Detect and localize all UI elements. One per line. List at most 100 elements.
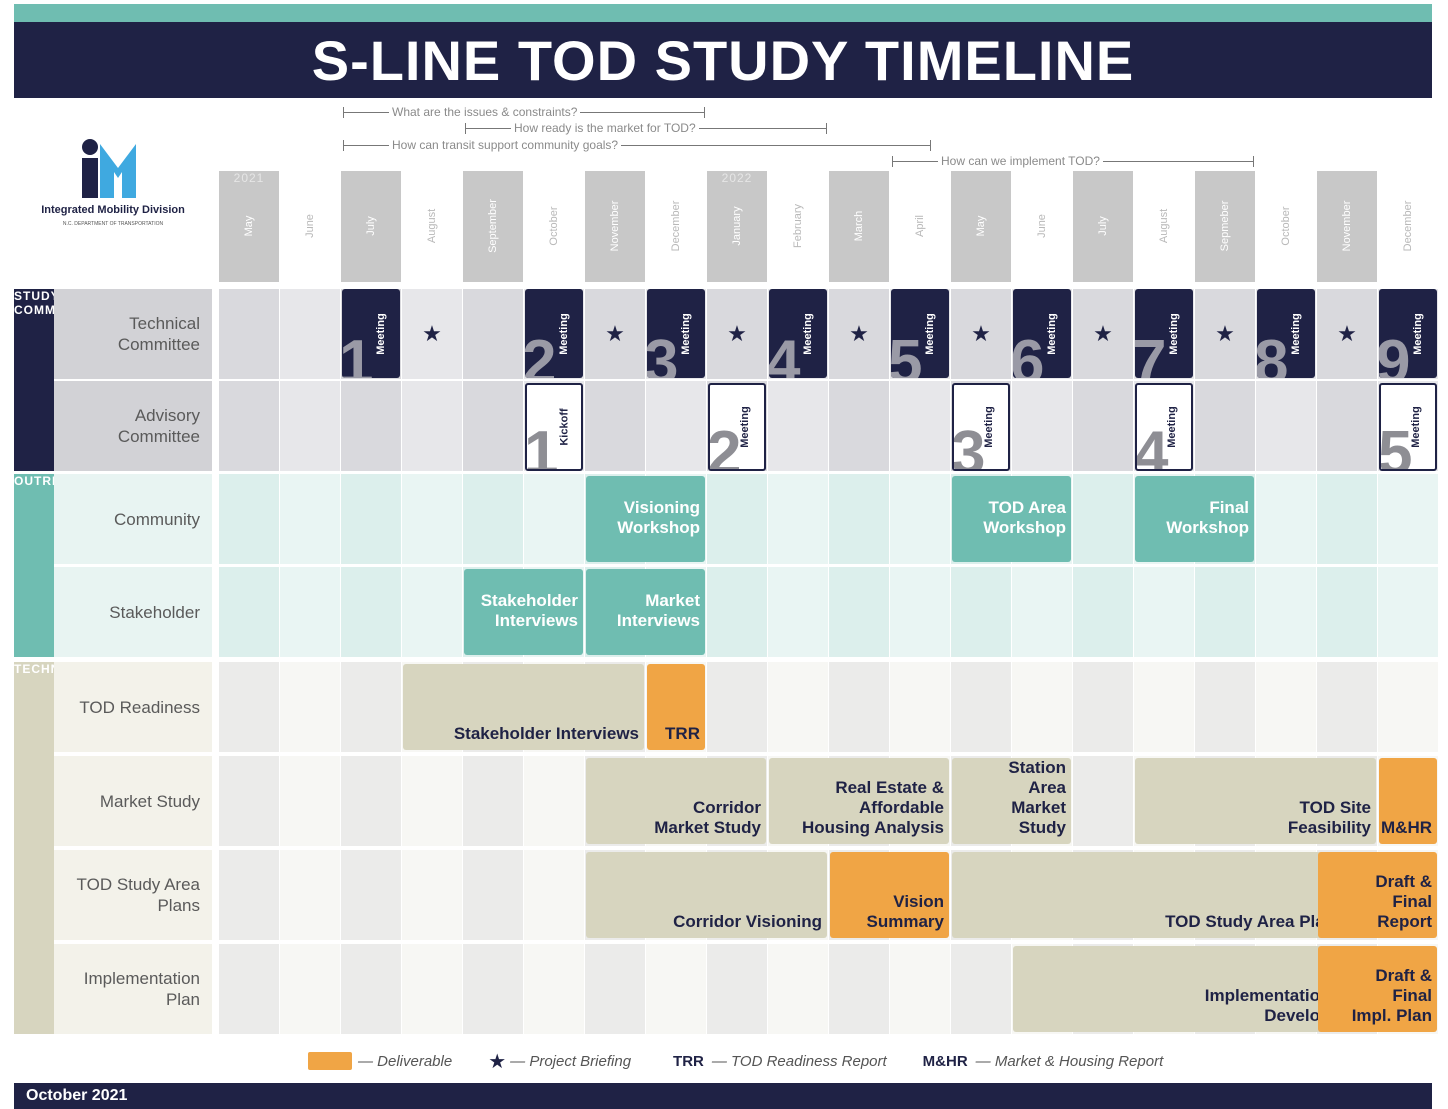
task-bar: TOD Site Feasibility <box>1135 758 1376 844</box>
grid-cell <box>890 662 950 752</box>
grid-cell <box>280 474 340 564</box>
meeting-label: Meeting <box>375 312 388 355</box>
grid-cell <box>463 289 523 379</box>
page-title: S-LINE TOD STUDY TIMELINE <box>14 22 1432 98</box>
month-label: October <box>1280 206 1292 246</box>
grid-cell <box>1134 567 1194 657</box>
bar-text: Draft & Final Impl. Plan <box>1351 966 1432 1025</box>
bar-text: TRR <box>665 724 700 743</box>
grid-cell <box>341 944 401 1034</box>
meeting-label: Meeting <box>1046 312 1059 355</box>
deliverable-bar: Draft & Final Impl. Plan <box>1318 946 1437 1032</box>
meeting-label: Meeting <box>802 312 815 355</box>
question-range-line: What are the issues & constraints? <box>343 105 705 119</box>
top-accent-bar <box>14 4 1432 22</box>
grid-cell <box>890 567 950 657</box>
row-label: Market Study <box>54 756 212 846</box>
star-icon: ★ <box>1337 321 1357 346</box>
meeting-label: Meeting <box>558 312 571 355</box>
outreach-event: TOD Area Workshop <box>952 476 1071 562</box>
grid-cell <box>524 944 584 1034</box>
month-label: April <box>914 214 926 238</box>
bar-text: Market Interviews <box>616 591 700 630</box>
grid-cell <box>280 944 340 1034</box>
grid-cell <box>402 474 462 564</box>
month-header-cell: Sepmeber <box>1195 171 1255 282</box>
bar-text: M&HR <box>1381 818 1432 837</box>
grid-cell <box>646 381 706 471</box>
row-label: Advisory Committee <box>54 381 212 471</box>
meeting-label: Kickoff <box>558 408 571 446</box>
section-label: OUTREACH <box>14 474 89 657</box>
month-header-cell: October <box>1256 171 1316 282</box>
month-label: May <box>975 215 987 237</box>
row-label: Stakeholder <box>54 567 212 657</box>
grid-cell <box>1012 567 1072 657</box>
grid-cell <box>707 662 767 752</box>
legend-mhr-abbr: M&HR <box>922 1052 968 1070</box>
grid-cell <box>707 944 767 1034</box>
month-header-cell: September <box>463 171 523 282</box>
deliverable-bar: TRR <box>647 664 705 750</box>
question-text: How can transit support community goals? <box>389 138 622 152</box>
grid-cell <box>1012 662 1072 752</box>
year-label: 2021 <box>233 171 265 185</box>
legend: — Deliverable ★ — Project Briefing TRR —… <box>308 1049 1308 1073</box>
month-label: December <box>1402 200 1414 252</box>
grid-cell <box>219 474 279 564</box>
grid-cell <box>219 850 279 940</box>
meeting-number: 2 <box>525 328 557 379</box>
star-icon: ★ <box>849 321 869 346</box>
meeting-label: Meeting <box>680 312 693 355</box>
grid-cell <box>219 944 279 1034</box>
meeting-label: Meeting <box>1166 406 1179 448</box>
star-icon: ★ <box>422 321 442 346</box>
grid-cell <box>1073 756 1133 846</box>
task-bar: Stakeholder Interviews <box>403 664 644 750</box>
bar-text: Visioning Workshop <box>617 498 700 537</box>
outreach-event: Final Workshop <box>1135 476 1254 562</box>
grid-cell <box>402 944 462 1034</box>
grid-cell <box>463 850 523 940</box>
grid-cell <box>341 381 401 471</box>
grid-cell <box>768 944 828 1034</box>
grid-cell <box>280 567 340 657</box>
grid-cell <box>951 662 1011 752</box>
row-label: Community <box>54 474 212 564</box>
meeting-number: 8 <box>1257 328 1289 379</box>
meeting-number: 2 <box>708 419 742 471</box>
bar-text: Corridor Visioning <box>673 912 822 931</box>
section-label: STUDY COMMITTEES <box>14 289 103 471</box>
grid-cell <box>768 381 828 471</box>
meeting-number: 4 <box>769 328 801 379</box>
grid-cell <box>280 850 340 940</box>
bar-text: Draft & Final Report <box>1375 872 1432 931</box>
question-text: How ready is the market for TOD? <box>511 121 699 135</box>
year-label: 2022 <box>721 171 753 185</box>
grid-cell <box>341 567 401 657</box>
grid-cell <box>829 944 889 1034</box>
grid-cell <box>1317 381 1377 471</box>
month-label: August <box>426 208 438 244</box>
grid-cell <box>768 662 828 752</box>
grid-cell <box>768 567 828 657</box>
meeting-number: 7 <box>1135 328 1167 379</box>
bar-text: Vision Summary <box>866 892 944 931</box>
month-label: November <box>1341 200 1353 252</box>
grid-cell <box>1256 567 1316 657</box>
logo-sub: N.C. DEPARTMENT OF TRANSPORTATION <box>62 221 164 227</box>
month-header-cell: August <box>1134 171 1194 282</box>
meeting-label: Meeting <box>924 312 937 355</box>
deliverable-bar: M&HR <box>1379 758 1437 844</box>
grid-cell <box>280 289 340 379</box>
legend-deliverable: — Deliverable <box>358 1052 453 1070</box>
month-header-cell: June <box>1012 171 1072 282</box>
grid-cell <box>341 662 401 752</box>
task-bar: Station Area Market Study <box>952 758 1071 844</box>
star-icon: ★ <box>971 321 991 346</box>
